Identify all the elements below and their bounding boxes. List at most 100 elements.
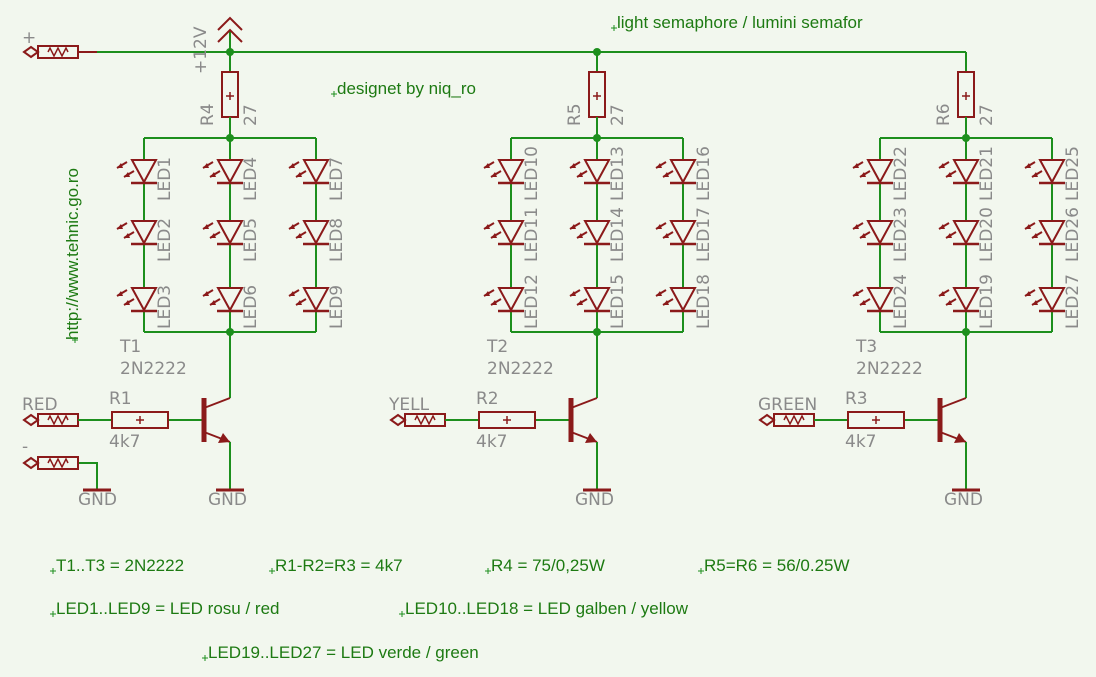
text-anchor-mark: [72, 337, 78, 343]
supply-voltage-label: +12V: [191, 26, 211, 74]
led-symbol: [569, 220, 611, 246]
transistor-model: 2N2222: [487, 359, 554, 379]
junction: [593, 328, 601, 336]
led-label: LED11: [522, 207, 542, 262]
led-label: LED13: [608, 146, 628, 201]
bus-junction: [593, 48, 601, 56]
led-symbol: [852, 220, 894, 246]
transistor-name: T2: [486, 337, 508, 357]
junction: [962, 328, 970, 336]
led-label: LED6: [241, 285, 261, 329]
schematic-title: light semaphore / lumini semafor: [617, 13, 863, 32]
led-symbol: [938, 159, 980, 185]
series-resistor-value: 27: [977, 104, 997, 126]
led-label: LED4: [241, 157, 261, 201]
bus-junction: [226, 48, 234, 56]
junction: [962, 134, 970, 142]
text-anchor-mark: [50, 568, 56, 574]
text-anchor-mark: [611, 25, 617, 31]
led-label: LED24: [891, 274, 911, 329]
led-symbol: [288, 287, 330, 313]
transistor-name: T3: [855, 337, 877, 357]
designer-credit: designet by niq_ro: [337, 79, 476, 98]
led-symbol: [852, 159, 894, 185]
minus-ground-label: GND: [78, 490, 117, 510]
led-label: LED5: [241, 218, 261, 262]
npn-transistor: [201, 397, 231, 443]
led-symbol: [1024, 220, 1066, 246]
ground-label: GND: [944, 490, 983, 510]
transistor-model: 2N2222: [856, 359, 923, 379]
led-symbol: [938, 287, 980, 313]
led-symbol: [483, 159, 525, 185]
base-resistor: [847, 411, 905, 429]
led-label: LED19: [977, 274, 997, 329]
led-symbol: [116, 220, 158, 246]
led-label: LED10: [522, 146, 542, 201]
led-label: LED2: [155, 218, 175, 262]
led-label: LED9: [327, 285, 347, 329]
junction: [593, 134, 601, 142]
led-label: LED16: [694, 146, 714, 201]
led-label: LED3: [155, 285, 175, 329]
note-r5-r6: R5=R6 = 56/0.25W: [704, 556, 850, 575]
note-green-leds: LED19..LED27 = LED verde / green: [208, 643, 479, 662]
led-symbol: [1024, 159, 1066, 185]
base-resistor-value: 4k7: [476, 432, 507, 452]
minus-input-connector: [22, 456, 111, 492]
led-symbol: [288, 159, 330, 185]
led-symbol: [655, 220, 697, 246]
base-resistor-name: R3: [845, 389, 868, 409]
note-r4: R4 = 75/0,25W: [491, 556, 605, 575]
series-resistor-value: 27: [241, 104, 261, 126]
text-anchor-mark: [698, 568, 704, 574]
base-resistor-value: 4k7: [109, 432, 140, 452]
text-anchor-mark: [50, 611, 56, 617]
led-label: LED25: [1063, 146, 1083, 201]
led-label: LED7: [327, 157, 347, 201]
base-resistor-name: R2: [476, 389, 499, 409]
led-symbol: [202, 220, 244, 246]
input-label: RED: [22, 395, 58, 415]
led-symbol: [483, 220, 525, 246]
led-label: LED20: [977, 207, 997, 262]
led-label: LED22: [891, 146, 911, 201]
base-resistor-name: R1: [109, 389, 132, 409]
junction: [226, 134, 234, 142]
base-resistor: [478, 411, 536, 429]
led-label: LED21: [977, 146, 997, 201]
plus-input-connector: [22, 45, 97, 59]
led-label: LED17: [694, 207, 714, 262]
minus-input-label: -: [22, 437, 28, 457]
led-symbol: [1024, 287, 1066, 313]
led-symbol: [655, 159, 697, 185]
led-symbol: [202, 287, 244, 313]
junction: [226, 328, 234, 336]
series-resistor-name: R6: [934, 103, 954, 126]
led-symbol: [116, 159, 158, 185]
note-red-leds: LED1..LED9 = LED rosu / red: [56, 599, 279, 618]
series-resistor-name: R4: [198, 103, 218, 126]
led-label: LED12: [522, 274, 542, 329]
series-resistor-name: R5: [565, 103, 585, 126]
supply-12v-symbol: [217, 16, 243, 43]
text-anchor-mark: [269, 568, 275, 574]
website-url: http://www.tehnic.go.ro: [63, 168, 82, 340]
led-label: LED27: [1063, 274, 1083, 329]
led-symbol: [116, 287, 158, 313]
npn-transistor: [937, 397, 967, 443]
led-symbol: [938, 220, 980, 246]
led-symbol: [202, 159, 244, 185]
led-label: LED26: [1063, 207, 1083, 262]
led-symbol: [288, 220, 330, 246]
base-resistor: [111, 411, 169, 429]
text-anchor-mark: [485, 568, 491, 574]
led-symbol: [569, 287, 611, 313]
input-label: YELL: [388, 395, 430, 415]
led-label: LED15: [608, 274, 628, 329]
led-label: LED14: [608, 207, 628, 262]
led-label: LED18: [694, 274, 714, 329]
ground-label: GND: [208, 490, 247, 510]
